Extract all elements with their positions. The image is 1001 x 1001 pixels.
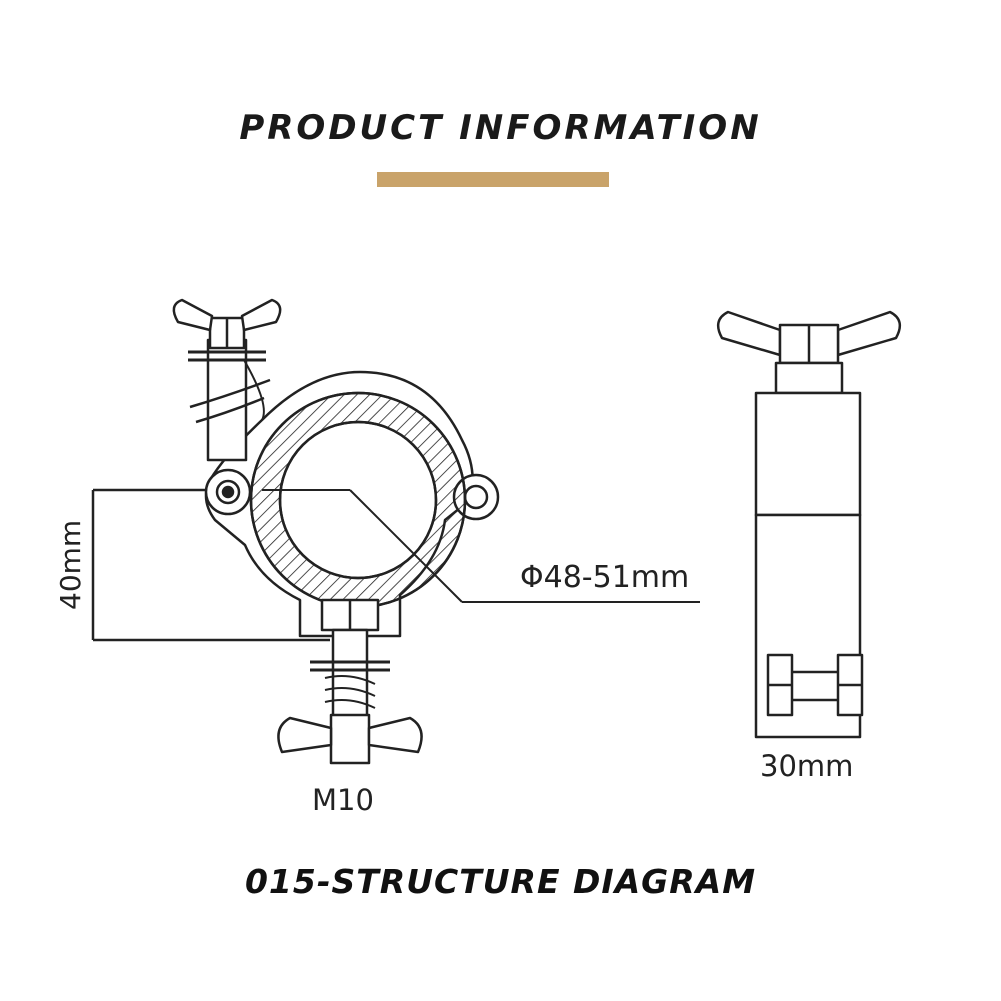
bolt-size-label: M10 bbox=[312, 783, 374, 817]
height-label: 40mm bbox=[54, 520, 87, 610]
tube-ring bbox=[249, 391, 467, 609]
title-underline bbox=[377, 172, 609, 187]
width-label: 30mm bbox=[760, 749, 853, 783]
page-title: PRODUCT INFORMATION bbox=[239, 108, 762, 148]
side-view: 30mm bbox=[716, 310, 902, 783]
diameter-leader bbox=[262, 489, 700, 603]
diameter-label: Φ48-51mm bbox=[520, 560, 689, 595]
bottom-wing-bolt bbox=[277, 598, 423, 765]
front-view: Φ48-51mm 40mm M10 bbox=[54, 298, 700, 817]
top-wing-bolt bbox=[172, 298, 282, 462]
diagram-caption: 015-STRUCTURE DIAGRAM bbox=[244, 862, 757, 901]
